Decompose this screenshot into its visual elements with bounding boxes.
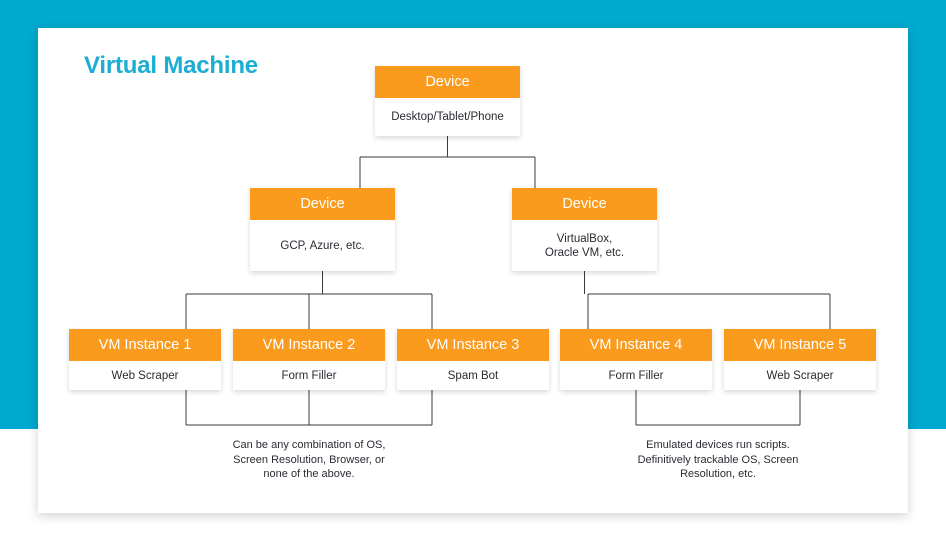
node-body: Spam Bot bbox=[447, 369, 499, 382]
node-body: Desktop/Tablet/Phone bbox=[391, 111, 504, 123]
node-body: Web Scraper bbox=[766, 369, 834, 382]
node-header: Device bbox=[512, 188, 657, 220]
node-vm-5[interactable]: VM Instance 5 Web Scraper bbox=[724, 329, 876, 390]
node-header: VM Instance 4 bbox=[560, 329, 712, 361]
node-header: VM Instance 2 bbox=[233, 329, 385, 361]
node-vm-2[interactable]: VM Instance 2 Form Filler bbox=[233, 329, 385, 390]
node-header: VM Instance 5 bbox=[724, 329, 876, 361]
node-body: GCP, Azure, etc. bbox=[280, 239, 365, 252]
node-body: Form Filler bbox=[281, 369, 337, 382]
node-header: Device bbox=[375, 66, 520, 98]
node-vm-4[interactable]: VM Instance 4 Form Filler bbox=[560, 329, 712, 390]
page-title: Virtual Machine bbox=[84, 52, 258, 79]
node-vm-1[interactable]: VM Instance 1 Web Scraper bbox=[69, 329, 221, 390]
node-body: Web Scraper bbox=[111, 369, 179, 382]
diagram-card: Virtual Machine bbox=[38, 28, 908, 513]
node-body: Form Filler bbox=[608, 369, 664, 382]
node-header: VM Instance 3 bbox=[397, 329, 549, 361]
caption-left: Can be any combination of OS, Screen Res… bbox=[232, 439, 386, 480]
node-header: Device bbox=[250, 188, 395, 220]
node-vm-3[interactable]: VM Instance 3 Spam Bot bbox=[397, 329, 549, 390]
caption-right: Emulated devices run scripts. Definitive… bbox=[637, 439, 799, 480]
node-device-root[interactable]: Device Desktop/Tablet/Phone bbox=[375, 66, 520, 136]
connector-lines bbox=[185, 136, 831, 426]
node-header: VM Instance 1 bbox=[69, 329, 221, 361]
node-device-local[interactable]: Device VirtualBox, Oracle VM, etc. bbox=[512, 188, 657, 271]
diagram-stage: Virtual Machine bbox=[38, 28, 908, 513]
node-device-cloud[interactable]: Device GCP, Azure, etc. bbox=[250, 188, 395, 271]
node-body: VirtualBox, Oracle VM, etc. bbox=[544, 232, 625, 259]
